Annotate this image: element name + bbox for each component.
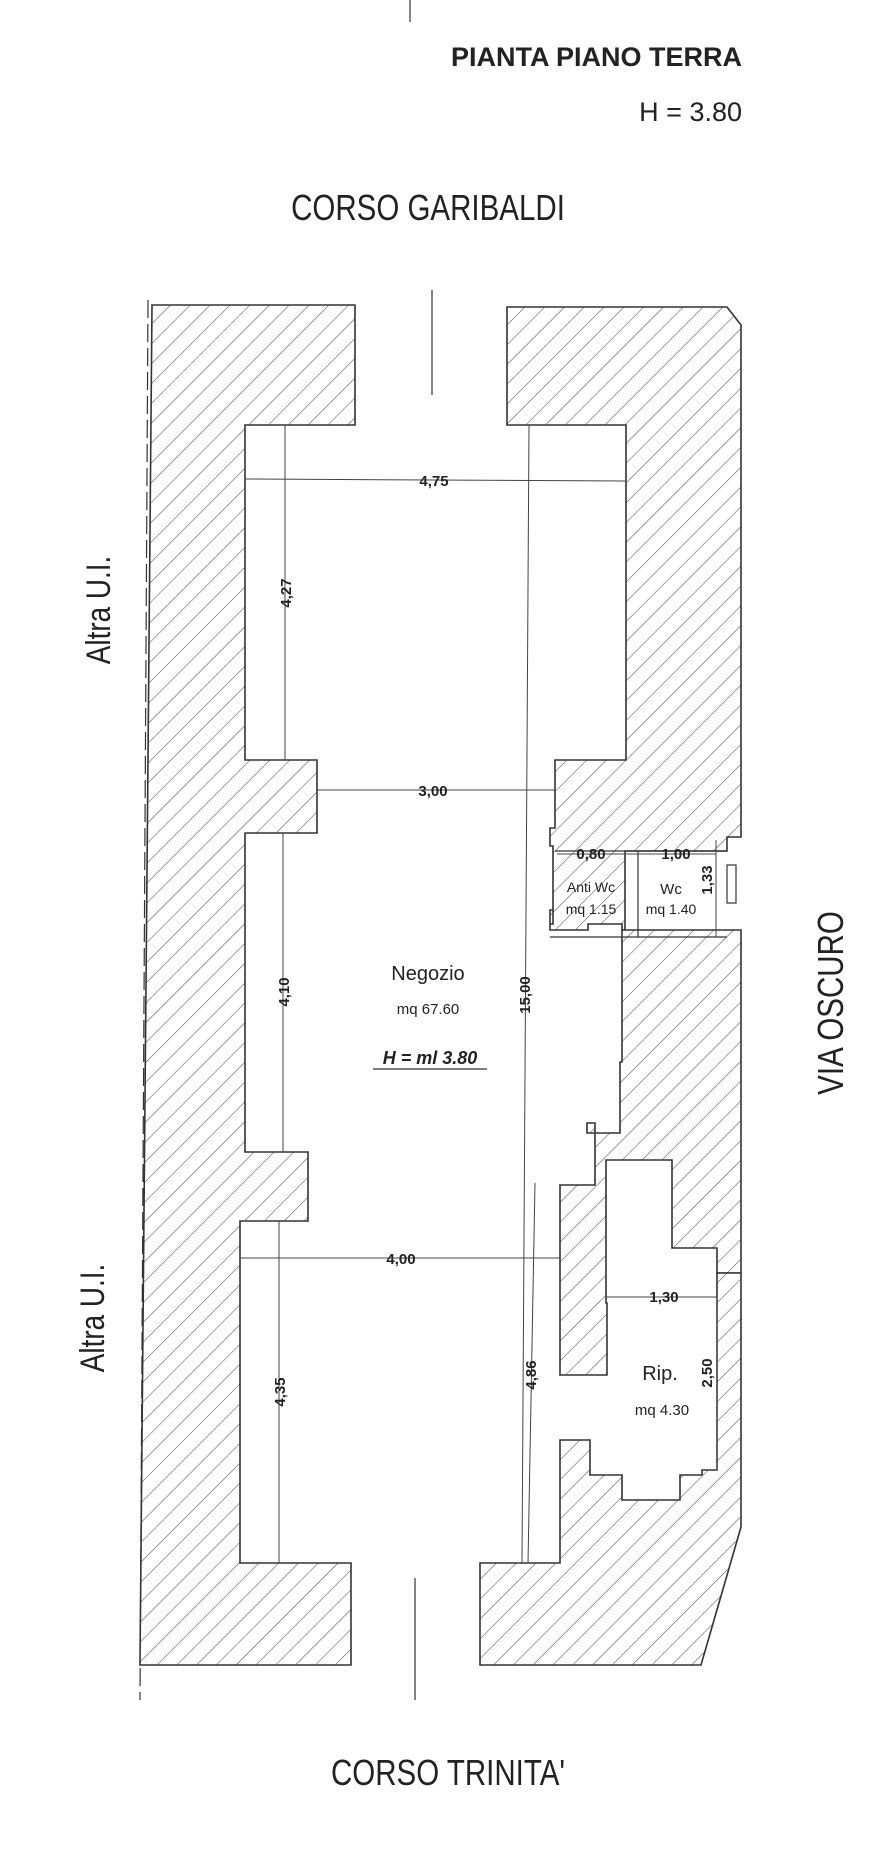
street-bottom-label: CORSO TRINITA'	[331, 1752, 565, 1792]
right-wall-lower	[479, 1272, 742, 1666]
right-wall-upper	[506, 306, 742, 931]
street-top-label: CORSO GARIBALDI	[291, 187, 565, 227]
dim-lower-height: 4,35	[272, 1377, 289, 1406]
dim-rip-height: 2,50	[699, 1358, 716, 1387]
dim-anti-wc-width: 0,80	[576, 846, 605, 863]
dim-lower-width: 4,00	[386, 1251, 415, 1268]
room-negozio-name: Negozio	[391, 963, 464, 985]
height-label: H = 3.80	[639, 97, 742, 127]
wc-window	[726, 864, 737, 904]
dim-wc-height: 1,33	[699, 865, 716, 894]
room-wc-area: mq 1.40	[646, 901, 697, 917]
room-anti-wc-area: mq 1.15	[566, 901, 617, 917]
left-wall	[139, 304, 356, 1666]
dim-line-bottom-length	[527, 1182, 536, 1564]
room-rip-area: mq 4.30	[635, 1402, 689, 1419]
plan-title: PIANTA PIANO TERRA	[451, 42, 742, 72]
dim-middle-width: 3,00	[418, 783, 447, 800]
dim-mid-height: 4,10	[276, 977, 293, 1006]
neighbour-upper-label: Altra U.I.	[79, 556, 117, 664]
street-right-label: VIA OSCURO	[810, 911, 850, 1095]
dim-upper-height: 4,27	[278, 578, 295, 607]
room-rip-name: Rip.	[642, 1363, 678, 1385]
dim-line-top-width	[244, 478, 627, 482]
dim-wc-width: 1,00	[661, 846, 690, 863]
neighbour-lower-label: Altra U.I.	[73, 1264, 111, 1372]
dim-rip-width: 1,30	[649, 1289, 678, 1306]
dim-bottom-length: 4,86	[523, 1360, 540, 1389]
room-wc-name: Wc	[660, 881, 682, 898]
dim-line-total-length	[521, 424, 530, 1564]
room-negozio-height: H = ml 3.80	[383, 1048, 478, 1068]
dim-total-length: 15,00	[517, 976, 534, 1014]
room-negozio-area: mq 67.60	[397, 1001, 460, 1018]
right-wall-middle	[559, 929, 742, 1376]
room-anti-wc-name: Anti Wc	[567, 879, 615, 895]
dim-top-width: 4,75	[419, 473, 448, 490]
